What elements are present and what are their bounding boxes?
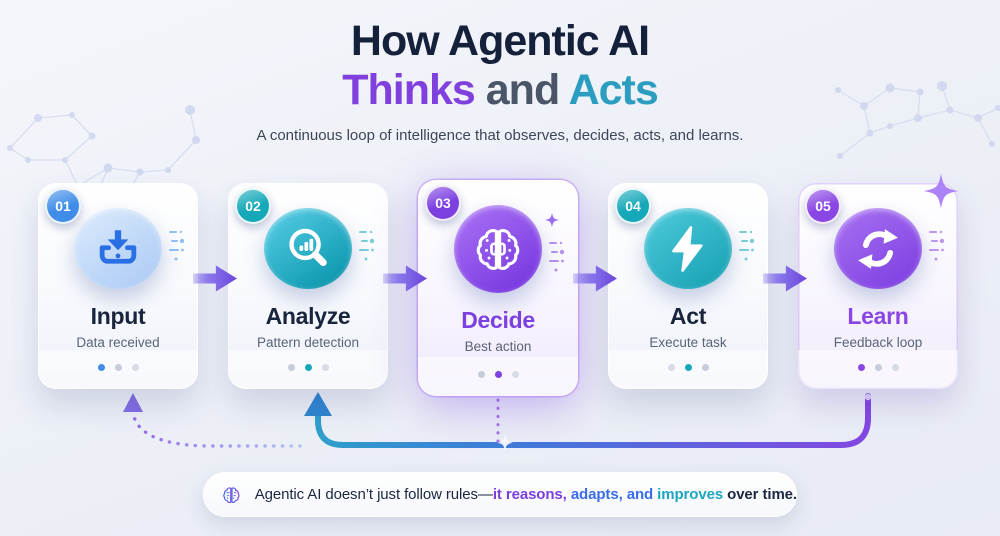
summary-segment: improves bbox=[657, 486, 724, 503]
dot-active bbox=[494, 371, 502, 379]
summary-segment: and bbox=[622, 486, 658, 503]
sync-loop-icon bbox=[858, 228, 898, 269]
data-stream-decoration bbox=[169, 230, 185, 261]
step-subtitle: Data received bbox=[76, 335, 160, 350]
svg-text:AI: AI bbox=[494, 245, 502, 254]
page-title-line1: How Agentic AI bbox=[350, 17, 650, 65]
step-number-badge: 03 bbox=[425, 185, 461, 221]
step-title: Learn bbox=[847, 303, 909, 329]
step-number-badge: 02 bbox=[235, 188, 271, 224]
summary-segment: Agentic AI doesn’t just follow rules— bbox=[254, 486, 493, 503]
step-card-learn: 05 Learn Feedback loop bbox=[798, 183, 958, 389]
dot-active bbox=[304, 364, 312, 372]
dot bbox=[477, 371, 485, 379]
lightning-icon bbox=[672, 225, 703, 272]
page-title-line2: Thinks and Acts bbox=[0, 67, 1000, 114]
dot bbox=[874, 364, 882, 372]
data-stream-decoration bbox=[549, 241, 565, 272]
dot bbox=[511, 371, 519, 379]
progress-dots bbox=[38, 350, 198, 389]
progress-dots bbox=[608, 350, 768, 389]
data-stream-decoration bbox=[929, 230, 945, 261]
data-stream-decoration bbox=[359, 230, 375, 261]
dot bbox=[667, 364, 675, 372]
dot-active bbox=[97, 364, 105, 372]
step-subtitle: Pattern detection bbox=[256, 335, 360, 350]
step-subtitle: Best action bbox=[464, 339, 532, 354]
dot bbox=[287, 364, 295, 372]
magnifier-chart-icon bbox=[289, 228, 327, 266]
icon-circle bbox=[74, 208, 162, 289]
dot bbox=[891, 364, 899, 372]
step-title: Input bbox=[90, 303, 146, 329]
feedback-loop-lines bbox=[123, 392, 872, 452]
step-subtitle: Feedback loop bbox=[833, 335, 923, 350]
summary-segment: adapts, bbox=[566, 486, 623, 503]
loop-line-learn-to-analyze bbox=[315, 393, 871, 448]
icon-circle bbox=[644, 208, 732, 289]
summary-banner: Agentic AI doesn’t just follow rules—it … bbox=[203, 472, 797, 517]
dotted-arrowhead-input bbox=[123, 393, 143, 412]
progress-dots bbox=[418, 357, 578, 396]
title-word-acts: Acts bbox=[568, 66, 659, 115]
sparkle-icon bbox=[544, 212, 560, 228]
step-card-act: 04 Act Execute task bbox=[608, 183, 768, 389]
page-subtitle: A continuous loop of intelligence that o… bbox=[256, 126, 744, 144]
progress-dots bbox=[798, 350, 958, 389]
step-number-badge: 01 bbox=[45, 188, 81, 224]
dot bbox=[321, 364, 329, 372]
brain-icon bbox=[223, 486, 240, 503]
dotted-line-to-input bbox=[131, 410, 302, 448]
dot bbox=[701, 364, 709, 372]
line-glint-dot bbox=[864, 393, 872, 401]
step-card-analyze: 02 Analyze Pattern detection bbox=[228, 183, 388, 389]
brain-ai-icon: AI bbox=[476, 229, 520, 270]
step-number-badge: 05 bbox=[805, 188, 841, 224]
loop-arrowhead-analyze bbox=[304, 392, 332, 416]
icon-circle bbox=[834, 208, 922, 289]
header: How Agentic AI Thinks and Acts A continu… bbox=[0, 17, 1000, 144]
step-subtitle: Execute task bbox=[649, 335, 727, 350]
inbox-download-icon bbox=[99, 229, 137, 264]
summary-text: Agentic AI doesn’t just follow rules—it … bbox=[255, 486, 797, 503]
summary-segment: over time. bbox=[723, 486, 797, 503]
title-word-and: and bbox=[474, 66, 569, 115]
dot-active bbox=[684, 364, 692, 372]
step-card-input: 01 Input Data received bbox=[38, 183, 198, 389]
step-number-badge: 04 bbox=[615, 188, 651, 224]
dot-active bbox=[857, 364, 865, 372]
dot bbox=[131, 364, 139, 372]
icon-circle bbox=[264, 208, 352, 289]
title-word-thinks: Thinks bbox=[342, 66, 476, 115]
dot bbox=[114, 364, 122, 372]
line-glint bbox=[497, 434, 513, 452]
summary-segment: it reasons, bbox=[492, 486, 567, 503]
step-title: Decide bbox=[461, 307, 535, 333]
icon-circle: AI bbox=[454, 205, 542, 293]
step-title: Analyze bbox=[265, 303, 351, 329]
step-card-decide: 03 AI Decide Best action bbox=[418, 180, 578, 396]
step-title: Act bbox=[669, 303, 707, 329]
data-stream-decoration bbox=[739, 230, 755, 261]
progress-dots bbox=[228, 350, 388, 389]
